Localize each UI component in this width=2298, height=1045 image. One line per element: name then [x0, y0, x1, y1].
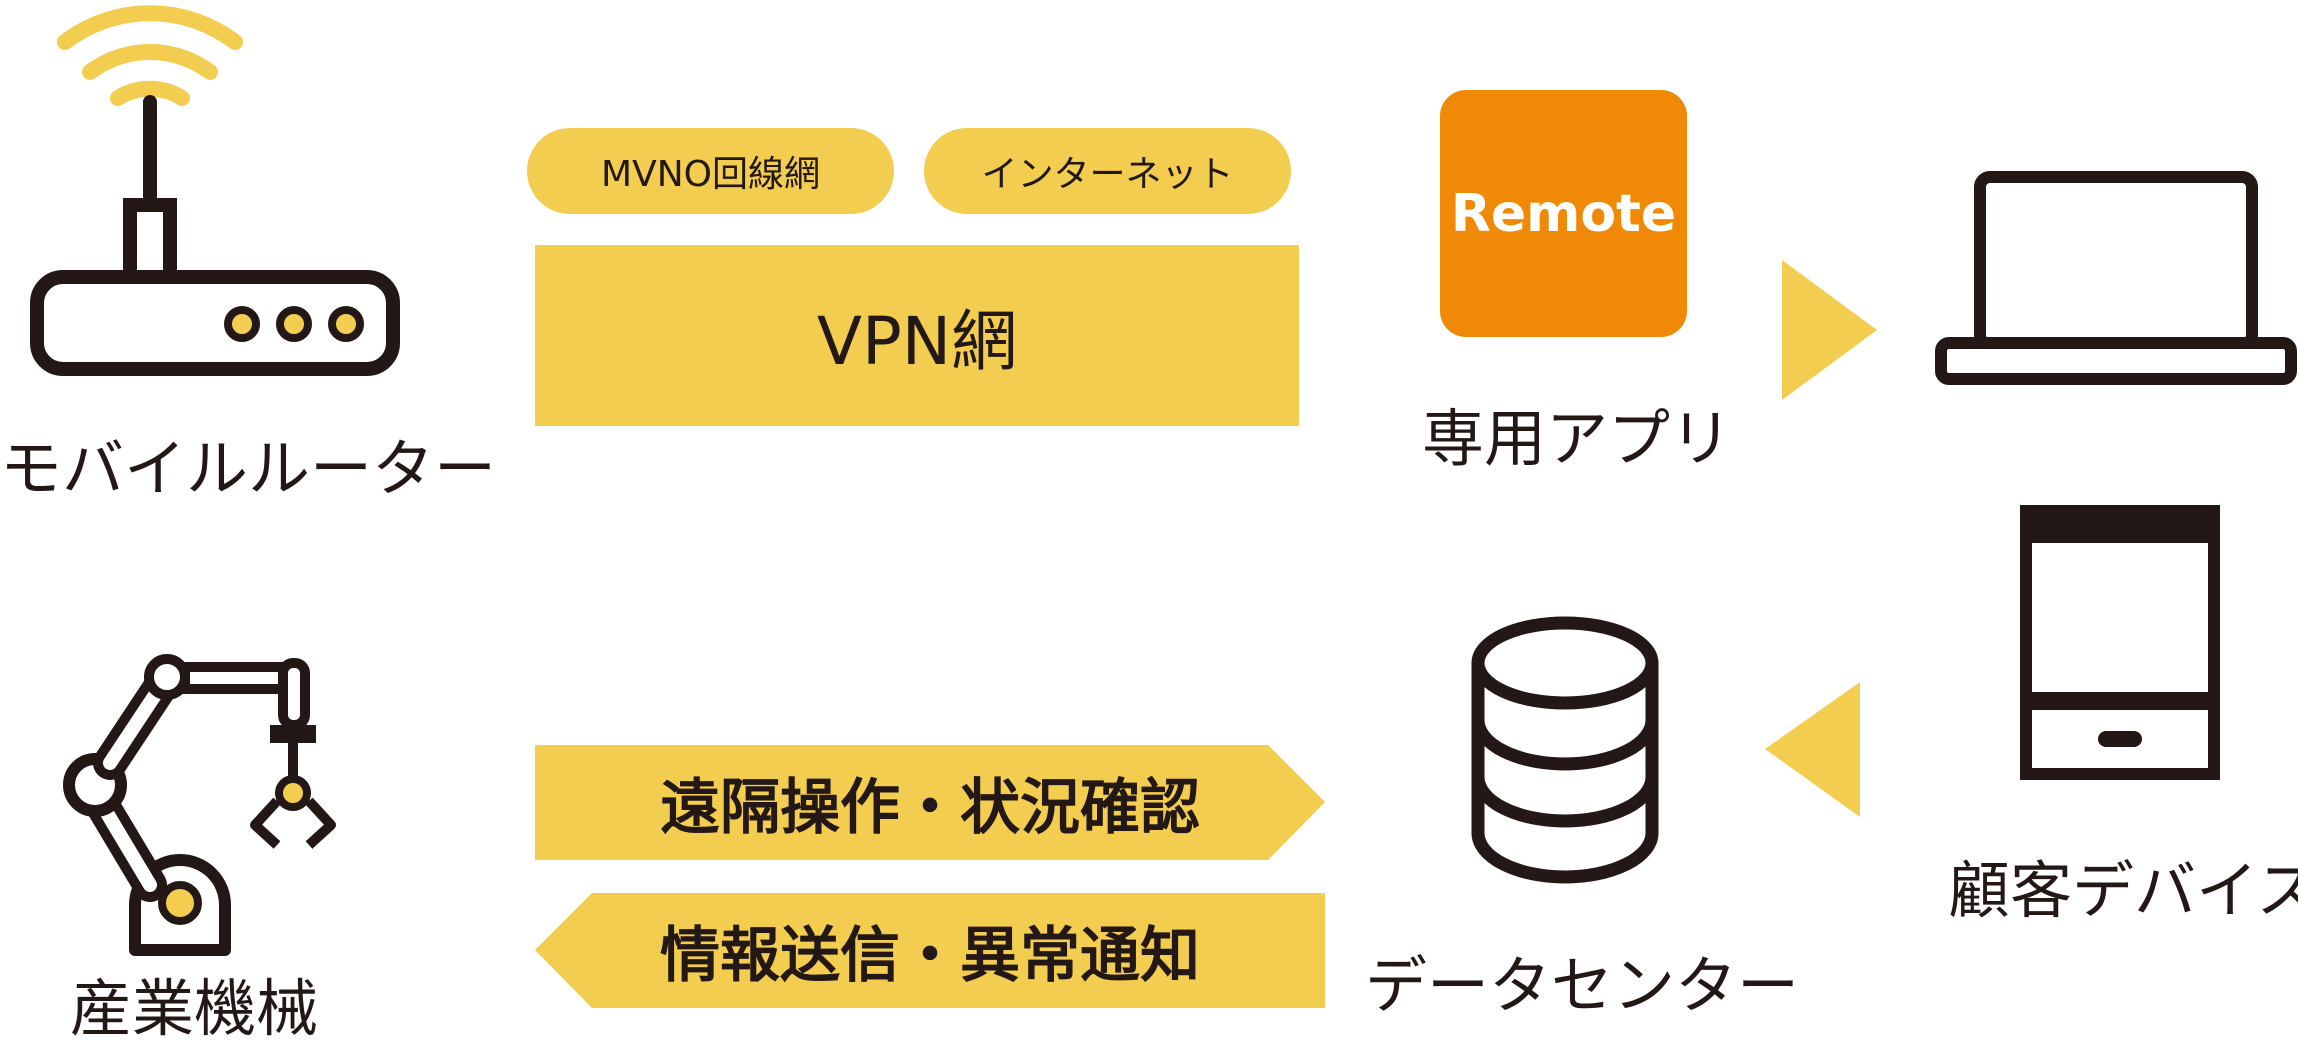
- internet-pill: インターネット: [924, 128, 1291, 214]
- laptop-icon: [1935, 171, 2297, 385]
- router-label: モバイルルーター: [0, 432, 497, 505]
- robot-arm-icon: [63, 654, 336, 956]
- flow-arrow-left: [535, 893, 1325, 1008]
- router-icon: [30, 5, 400, 376]
- vpn-network-box: VPN網: [535, 245, 1299, 426]
- remote-app-icon: Remote: [1440, 90, 1687, 337]
- devices-label: 顧客デバイス: [1948, 854, 2298, 927]
- remote-operation-label: 遠隔操作・状況確認: [660, 773, 1200, 843]
- tablet-icon: [2020, 505, 2220, 780]
- triangle-right-icon: [1782, 260, 1877, 400]
- database-icon: [1471, 616, 1659, 884]
- mvno-network-pill: MVNO回線網: [527, 128, 894, 214]
- triangle-left-icon: [1765, 682, 1860, 817]
- app-label: 専用アプリ: [1422, 402, 1733, 475]
- info-transmission-label: 情報送信・異常通知: [660, 921, 1200, 991]
- datacenter-label: データセンター: [1365, 949, 1800, 1022]
- flow-arrow-right: [535, 745, 1325, 860]
- machine-label: 産業機械: [70, 972, 319, 1045]
